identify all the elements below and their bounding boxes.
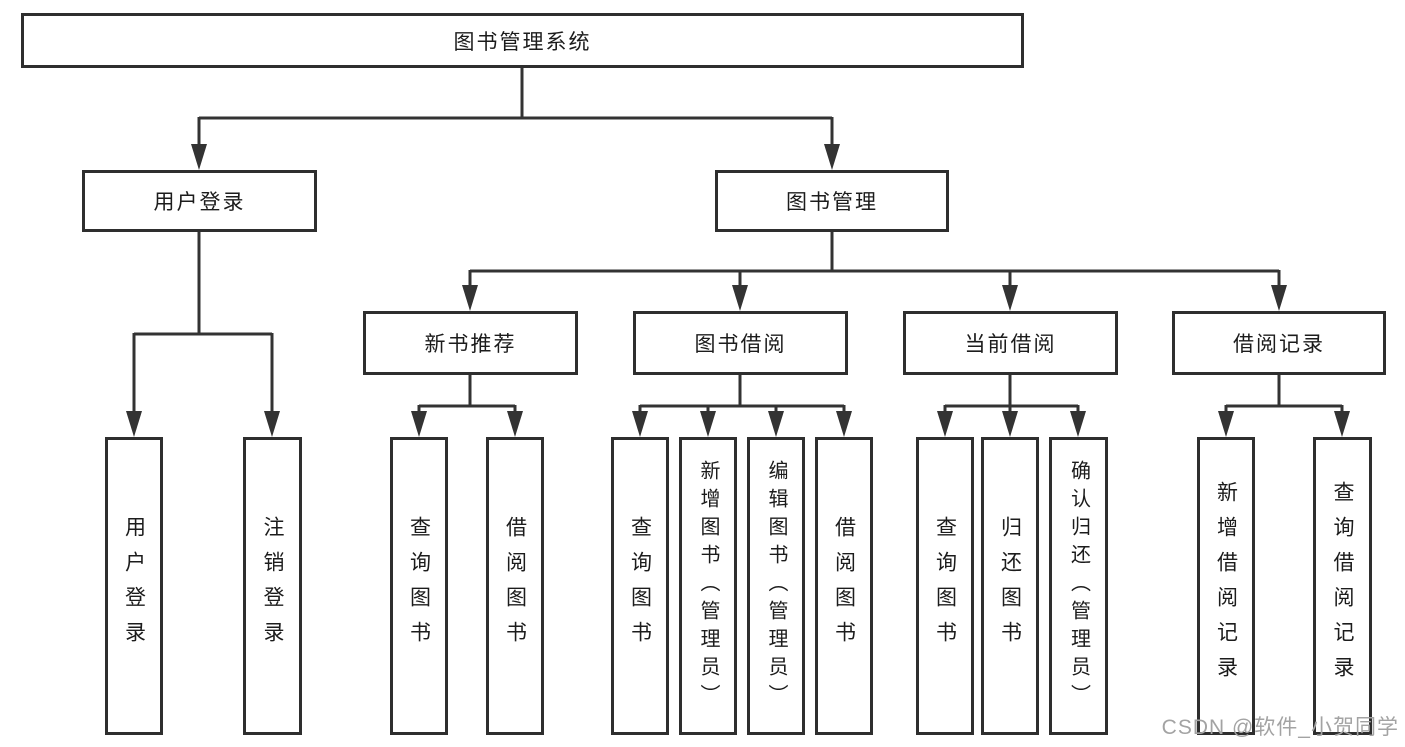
node-return-books: 归还图书 (981, 437, 1039, 735)
node-new-book-recommendation: 新书推荐 (363, 311, 578, 375)
node-label: 新书推荐 (424, 333, 517, 356)
node-add-borrow-record: 新增借阅记录 (1197, 437, 1255, 735)
node-label: 用户登录 (153, 191, 246, 214)
node-label: 确认归还（管理员） (1067, 460, 1090, 712)
node-query-books-borrow: 查询图书 (611, 437, 669, 735)
node-label: 查询图书 (407, 516, 431, 656)
node-user-login: 用户登录 (82, 170, 317, 232)
node-add-book-admin: 新增图书（管理员） (679, 437, 737, 735)
node-label: 用户登录 (122, 516, 146, 656)
node-current-borrowing: 当前借阅 (903, 311, 1118, 375)
node-label: 图书借阅 (694, 333, 787, 356)
node-confirm-return-admin: 确认归还（管理员） (1049, 437, 1108, 735)
node-label: 注销登录 (261, 516, 284, 656)
node-query-books-recommend: 查询图书 (390, 437, 448, 735)
node-user-login-action: 用户登录 (105, 437, 163, 735)
node-label: 查询图书 (628, 516, 652, 656)
node-label: 查询借阅记录 (1331, 481, 1354, 691)
node-label: 借阅图书 (832, 516, 856, 656)
node-label: 归还图书 (998, 516, 1022, 656)
node-label: 新增借阅记录 (1214, 481, 1238, 691)
node-label: 新增图书（管理员） (697, 460, 719, 712)
node-library-management-system: 图书管理系统 (21, 13, 1024, 68)
node-label: 借阅图书 (503, 516, 527, 656)
watermark: CSDN @软件_小贺同学 (1161, 716, 1399, 739)
node-borrow-books-recommend: 借阅图书 (486, 437, 544, 735)
node-logout-action: 注销登录 (243, 437, 302, 735)
node-label: 借阅记录 (1233, 333, 1325, 356)
node-book-management: 图书管理 (715, 170, 949, 232)
node-label: 查询图书 (933, 516, 957, 656)
arrowheads (126, 144, 1350, 437)
node-borrow-books: 借阅图书 (815, 437, 873, 735)
node-query-books-current: 查询图书 (916, 437, 974, 735)
node-label: 当前借阅 (964, 333, 1057, 356)
node-label: 图书管理 (786, 191, 878, 214)
node-query-borrow-record: 查询借阅记录 (1313, 437, 1372, 735)
node-book-borrowing: 图书借阅 (633, 311, 848, 375)
node-borrowing-records: 借阅记录 (1172, 311, 1386, 375)
node-label: 编辑图书（管理员） (765, 460, 787, 712)
node-label: 图书管理系统 (453, 30, 592, 54)
node-edit-book-admin: 编辑图书（管理员） (747, 437, 805, 735)
